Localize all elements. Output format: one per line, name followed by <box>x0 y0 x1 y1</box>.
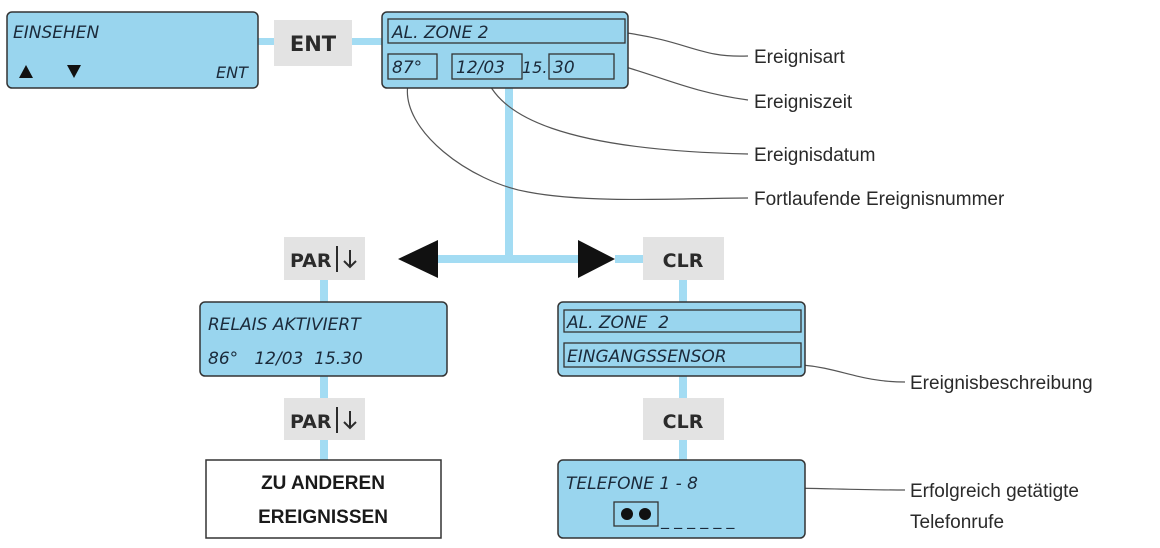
lcd-view-ent-label: ENT <box>216 63 249 82</box>
zone-line1: AL. ZONE 2 <box>566 313 669 333</box>
event-date-field: 12/03 <box>456 58 505 78</box>
ent-key-label: ENT <box>290 32 337 56</box>
lcd-phone-display: TELEFONE 1 - 8 _ _ _ _ _ _ <box>557 459 806 539</box>
clr-key-upper: CLR <box>643 237 724 280</box>
zone-line2: EINGANGSSENSOR <box>567 347 727 367</box>
arrow-down-icon <box>67 65 81 78</box>
relais-line2: 86° 12/03 15.30 <box>208 349 363 369</box>
other-events-box: ZU ANDEREN EREIGNISSEN <box>205 459 442 539</box>
clr-key-upper-label: CLR <box>663 250 704 272</box>
down-arrow-icon <box>343 411 357 430</box>
relais-line1: RELAIS AKTIVIERT <box>208 315 362 335</box>
clr-key-lower: CLR <box>643 398 724 440</box>
ent-key: ENT <box>274 20 352 66</box>
lcd-zone-display: AL. ZONE 2 EINGANGSSENSOR <box>557 301 806 377</box>
lcd-relais-display: RELAIS AKTIVIERT 86° 12/03 15.30 <box>199 301 448 377</box>
label-calls-line2: Telefonrufe <box>910 512 1004 533</box>
par-key-lower-label: PAR <box>290 411 332 433</box>
other-events-line2: EREIGNISSEN <box>258 507 388 528</box>
down-arrow-icon <box>343 250 357 269</box>
label-event-number: Fortlaufende Ereignisnummer <box>754 189 1005 210</box>
annotation-labels: Ereignisart Ereigniszeit Ereignisdatum F… <box>754 47 1093 533</box>
label-event-description: Ereignisbeschreibung <box>910 373 1093 394</box>
label-calls-line1: Erfolgreich getätigte <box>910 481 1079 502</box>
event-number-field: 87° <box>392 58 422 78</box>
arrow-up-icon <box>19 65 33 78</box>
phone-line1: TELEFONE 1 - 8 <box>566 474 698 494</box>
lcd-view-title: EINSEHEN <box>13 23 100 43</box>
par-key-lower: PAR <box>284 398 365 440</box>
arrow-right-icon <box>578 240 615 278</box>
other-events-line1: ZU ANDEREN <box>261 473 385 494</box>
par-key-upper: PAR <box>284 237 365 280</box>
label-event-time: Ereigniszeit <box>754 92 853 113</box>
label-event-type: Ereignisart <box>754 47 846 68</box>
arrow-left-icon <box>398 240 438 278</box>
par-key-upper-label: PAR <box>290 250 332 272</box>
event-hour-field: 15. <box>522 58 547 77</box>
call-dot-icon <box>621 508 633 520</box>
event-type-field: AL. ZONE 2 <box>391 23 489 43</box>
label-event-date: Ereignisdatum <box>754 145 875 166</box>
lcd-event-display: AL. ZONE 2 87° 12/03 15. 30 <box>381 11 629 89</box>
call-dot-icon <box>639 508 651 520</box>
phone-dashes: _ _ _ _ _ _ <box>660 510 735 530</box>
clr-key-lower-label: CLR <box>663 411 704 433</box>
event-minute-field: 30 <box>553 58 575 78</box>
lcd-view-display: EINSEHEN ENT <box>6 11 259 89</box>
connectors <box>258 38 687 460</box>
